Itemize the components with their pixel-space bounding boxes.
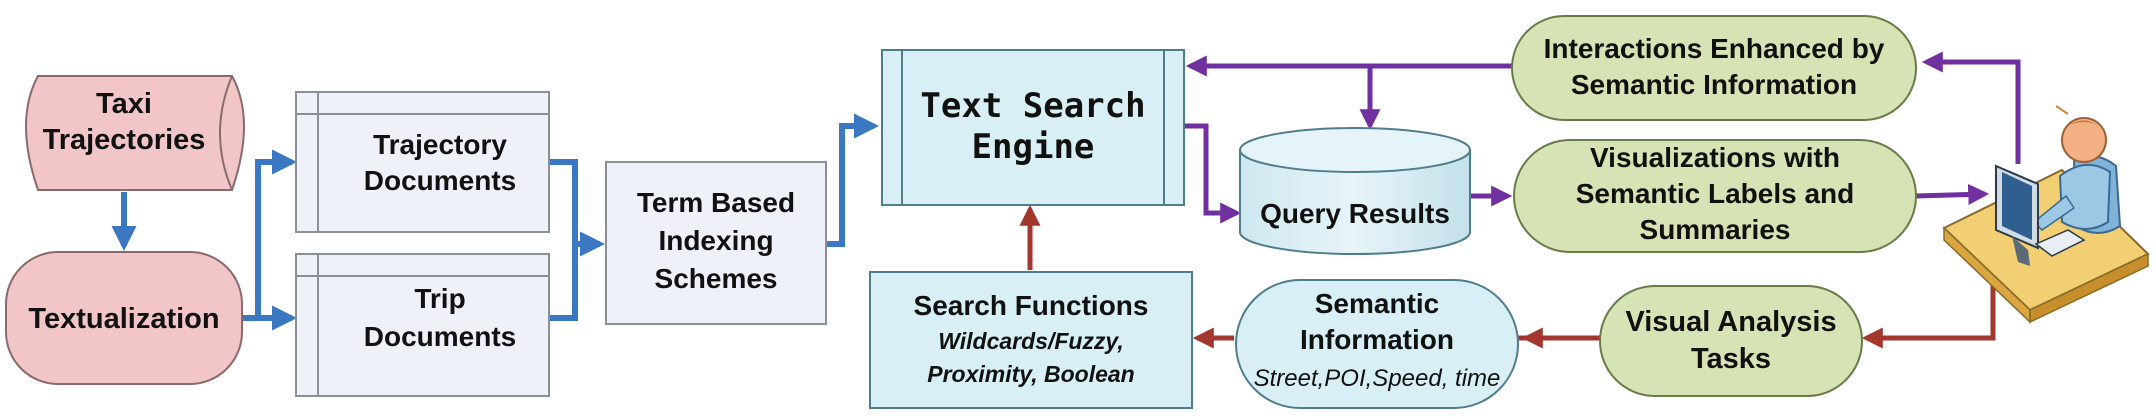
arrow-indexing-to-search-engine [826,113,880,247]
arrow-user-to-visual-analysis [1861,276,1996,349]
arrow-engine-to-query-results [1184,123,1242,224]
taxi-trajectories-node: Taxi Trajectories [25,75,245,191]
trip-documents-label-1: Trip [414,283,465,314]
search-engine-label-1: Text Search [920,86,1145,126]
semantic-info-subtitle: Street,POI,Speed, time [1254,365,1501,392]
purple-arrows [1184,51,2021,224]
textualization-node: Textualization [5,251,243,385]
query-results-node: Query Results [1239,127,1471,255]
trajectory-documents-node: Trajectory Documents [295,91,550,233]
interactions-node: Interactions Enhanced by Semantic Inform… [1511,15,1917,121]
visual-analysis-node: Visual Analysis Tasks [1599,285,1863,397]
taxi-trajectories-label-1: Taxi [96,88,152,120]
search-engine-label-2: Engine [972,127,1095,167]
semantic-info-title-2: Information [1300,324,1454,355]
visual-analysis-label-2: Tasks [1691,343,1771,375]
arrow-user-to-interactions [1921,51,2021,164]
visualizations-label-3: Summaries [1640,214,1791,245]
visualizations-label-2: Semantic Labels and [1576,178,1855,209]
trajectory-documents-label-2: Documents [364,165,516,196]
search-functions-node: Search Functions Wildcards/Fuzzy, Proxim… [869,271,1193,409]
indexing-label-3: Schemes [655,263,778,294]
interactions-label-2: Semantic Information [1571,69,1857,100]
arrow-textualization-to-trajectory-docs [242,149,298,321]
user-at-computer-icon [1942,105,2150,324]
search-functions-title: Search Functions [914,290,1149,321]
visual-analysis-label-1: Visual Analysis [1625,306,1836,338]
query-results-label: Query Results [1260,198,1450,229]
semantic-information-node: Semantic Information Street,POI,Speed, t… [1235,279,1519,409]
search-functions-line-2: Proximity, Boolean [927,361,1134,387]
trajectory-documents-label-1: Trajectory [373,129,507,160]
semantic-info-title-1: Semantic [1315,288,1440,319]
blue-arrows [111,113,880,331]
visualizations-label-1: Visualizations with [1590,142,1840,173]
indexing-node: Term Based Indexing Schemes [605,161,827,325]
trip-documents-label-2: Documents [364,321,516,352]
visualizations-node: Visualizations with Semantic Labels and … [1513,139,1917,253]
trip-documents-node: Trip Documents [295,253,550,397]
arrow-visualizations-to-user [1915,183,1990,205]
taxi-trajectories-label-2: Trajectories [43,124,206,156]
interactions-label-1: Interactions Enhanced by [1544,33,1885,64]
arrow-trajectory-docs-to-indexing [549,159,606,257]
arrow-trip-docs-to-indexing [549,244,578,321]
indexing-label-1: Term Based [637,187,795,218]
search-functions-line-1: Wildcards/Fuzzy, [938,328,1124,354]
indexing-label-2: Indexing [658,225,773,256]
textualization-label: Textualization [28,303,219,335]
search-engine-node: Text Search Engine [881,49,1185,206]
